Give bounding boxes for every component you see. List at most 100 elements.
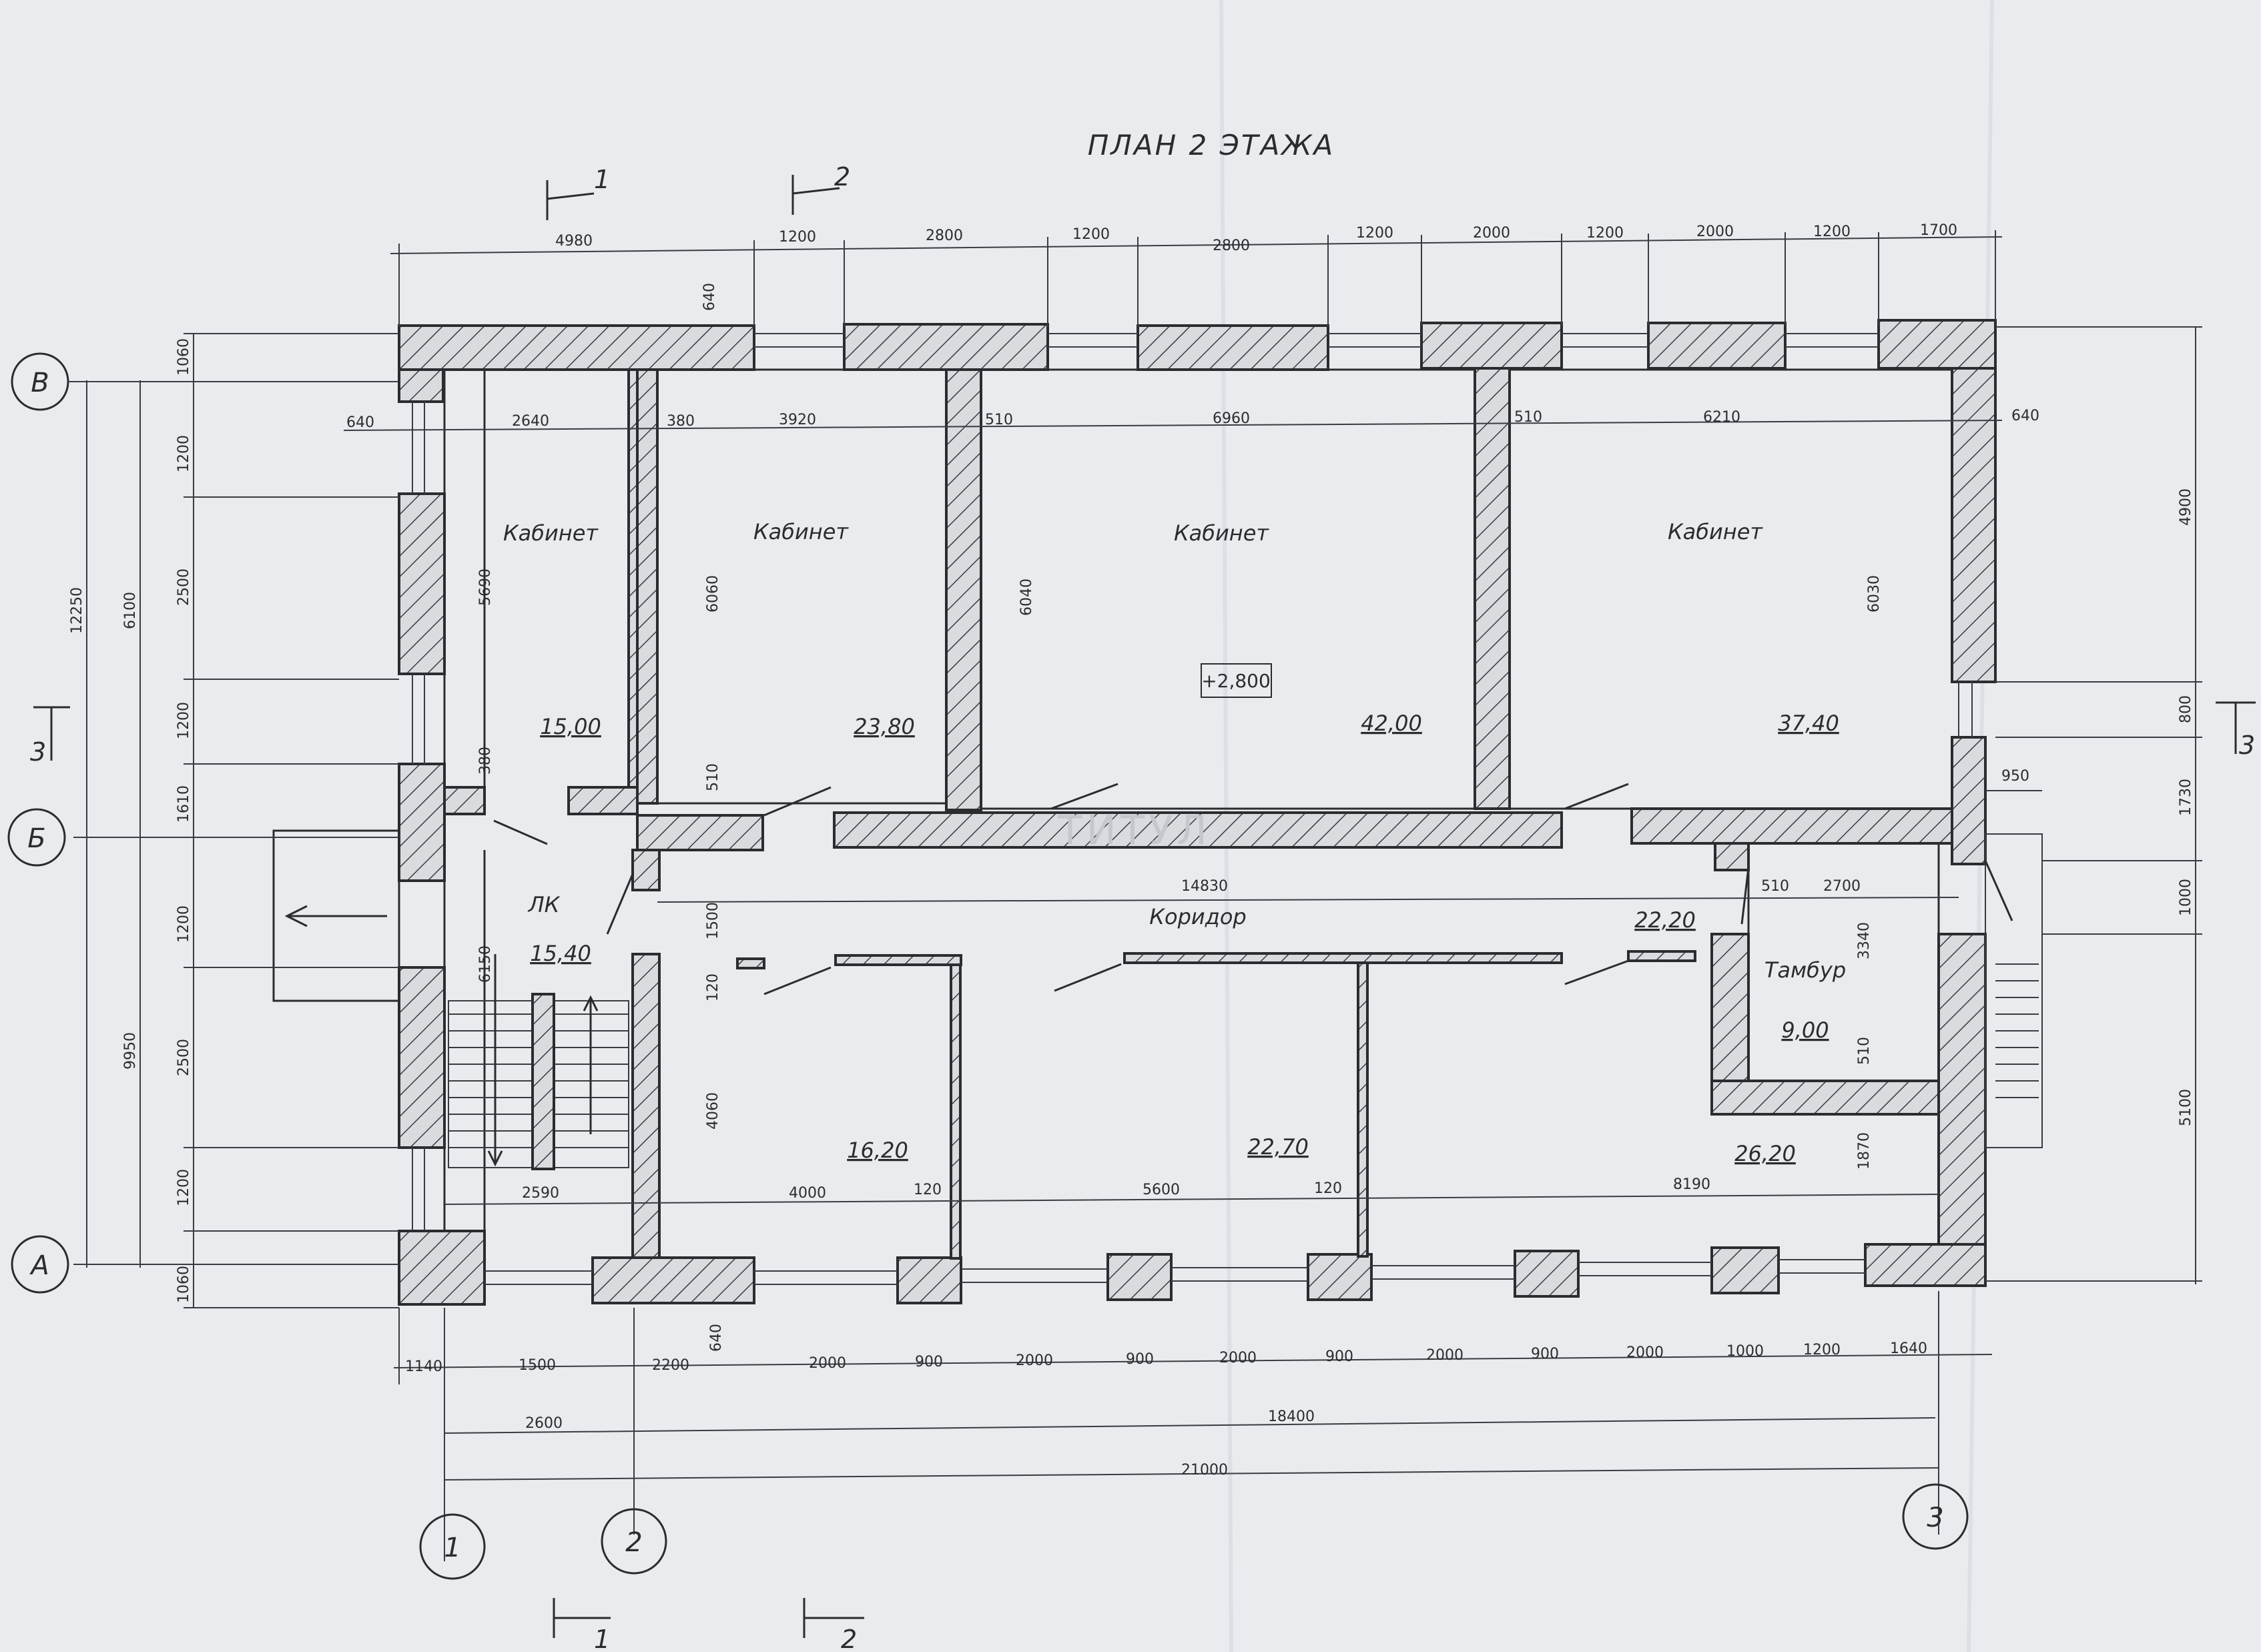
room-name-3: Кабинет (1174, 520, 1269, 546)
dimension-label: 2000 (1473, 225, 1510, 242)
dimension-label: 12250 (69, 587, 85, 634)
dimension-label: 1000 (2178, 879, 2194, 916)
dimension-lines (73, 230, 2202, 1561)
dimension-label: 1500 (519, 1357, 556, 1374)
dimension-label: 6040 (1018, 578, 1035, 616)
dimension-label: 640 (346, 414, 374, 431)
room-name-5: ЛК (528, 892, 561, 917)
section-3-left: 3 (30, 737, 46, 767)
dimension-label: 510 (1514, 409, 1542, 426)
dimension-label: 3340 (1856, 922, 1873, 959)
dimension-label: 8190 (1673, 1176, 1710, 1193)
dimension-label: 3920 (779, 412, 816, 428)
room-area-7: 9,00 (1781, 1017, 1829, 1043)
dimension-label: 1200 (176, 435, 192, 472)
dimension-label: 900 (915, 1354, 943, 1370)
axis-row-b: Б (27, 823, 45, 854)
dimension-label: 380 (667, 413, 695, 430)
dimension-label: 1200 (1813, 224, 1851, 240)
axis-row-v: В (31, 368, 49, 398)
room-area-1: 15,00 (540, 714, 601, 739)
room-name-2: Кабинет (753, 519, 849, 544)
room-labels: Кабинет 15,00 Кабинет 23,80 Кабинет 42,0… (503, 519, 1846, 1166)
dimension-label: 5100 (2178, 1089, 2194, 1126)
dimension-label: 2800 (926, 228, 963, 244)
dimension-label: 1140 (405, 1358, 442, 1375)
dimension-label: 4900 (2178, 488, 2194, 526)
dimension-label: 2590 (522, 1185, 559, 1202)
dimension-label: 6060 (705, 575, 721, 612)
section-markers: 1 2 1 2 3 3 (30, 162, 2256, 1652)
dimension-label: 1200 (176, 702, 192, 739)
dimension-label: 1700 (1920, 222, 1957, 239)
axis-col-1: 1 (444, 1533, 460, 1563)
doors (493, 783, 2013, 995)
axis-row-a: А (29, 1250, 49, 1281)
level-mark: +2,800 (1201, 670, 1271, 692)
dimension-label: 120 (914, 1182, 942, 1198)
dimension-label: 1200 (779, 229, 816, 246)
dimension-label: 2800 (1213, 238, 1250, 254)
dimension-label: 5690 (477, 568, 494, 606)
dimension-label: 900 (1531, 1346, 1559, 1362)
staircase (272, 829, 2043, 1170)
dimension-label: 510 (705, 763, 721, 791)
dimension-label: 2000 (809, 1355, 846, 1372)
dimension-label: 1500 (705, 902, 721, 939)
dimension-label: 1640 (1890, 1340, 1927, 1357)
dimension-label: 640 (701, 283, 718, 311)
dimension-label: 4000 (789, 1185, 826, 1202)
dimension-label: 5600 (1143, 1182, 1180, 1198)
room-name-7: Тамбур (1764, 957, 1846, 983)
dimension-label: 6150 (477, 945, 494, 983)
room-name-1: Кабинет (503, 520, 599, 546)
room-area-2: 23,80 (854, 714, 915, 739)
dimension-label: 2500 (176, 568, 192, 606)
axis-markers: В Б А 1 2 3 (7, 352, 1969, 1580)
dimension-label: 2000 (1219, 1350, 1257, 1366)
dimension-labels: 4980 1200 2800 1200 2800 1200 2000 1200 … (69, 222, 2194, 1479)
dimension-label: 120 (1314, 1180, 1342, 1197)
dimension-label: 2000 (1626, 1344, 1664, 1361)
room-name-6: Коридор (1149, 904, 1246, 929)
dimension-label: 18400 (1268, 1408, 1315, 1425)
dimension-label: 6960 (1213, 410, 1250, 427)
dimension-label: 1000 (1726, 1343, 1764, 1360)
dimension-label: 14830 (1181, 878, 1228, 895)
dimension-label: 800 (2178, 695, 2194, 723)
room-area-5: 15,40 (530, 941, 591, 966)
dimension-label: 900 (1325, 1348, 1353, 1365)
dimension-label: 2640 (512, 413, 549, 430)
dimension-label: 2000 (1016, 1352, 1053, 1369)
dimension-label: 2700 (1823, 878, 1861, 895)
plan-title: ПЛАН 2 ЭТАЖА (1088, 129, 1335, 161)
dimension-label: 1060 (176, 1266, 192, 1303)
dimension-label: 2000 (1696, 224, 1734, 240)
dimension-label: 6100 (122, 592, 139, 629)
room-area-3: 42,00 (1361, 711, 1422, 736)
room-name-4: Кабинет (1668, 519, 1763, 544)
dimension-label: 2500 (176, 1039, 192, 1076)
dimension-label: 4980 (555, 233, 593, 250)
room-area-9: 22,70 (1247, 1134, 1309, 1160)
dimension-label: 1200 (1072, 226, 1110, 243)
dimension-label: 510 (1856, 1037, 1873, 1065)
dimension-label: 21000 (1181, 1462, 1228, 1479)
section-1-bottom: 1 (594, 1625, 610, 1652)
dimension-label: 1870 (1856, 1132, 1873, 1170)
dimension-label: 640 (2011, 408, 2039, 424)
dimension-label: 1200 (176, 1169, 192, 1206)
dimension-label: 1200 (176, 905, 192, 943)
dimension-label: 380 (477, 747, 494, 775)
dimension-label: 1610 (176, 785, 192, 823)
dimension-label: 640 (708, 1324, 725, 1352)
section-3-right: 3 (2239, 731, 2255, 760)
walls (398, 319, 1997, 1306)
watermark: ТИТУЛ (1057, 807, 1211, 854)
room-area-6: 22,20 (1634, 907, 1696, 933)
dimension-label: 120 (705, 973, 721, 1001)
dimension-label: 2600 (525, 1415, 563, 1432)
dimension-label: 1060 (176, 338, 192, 376)
